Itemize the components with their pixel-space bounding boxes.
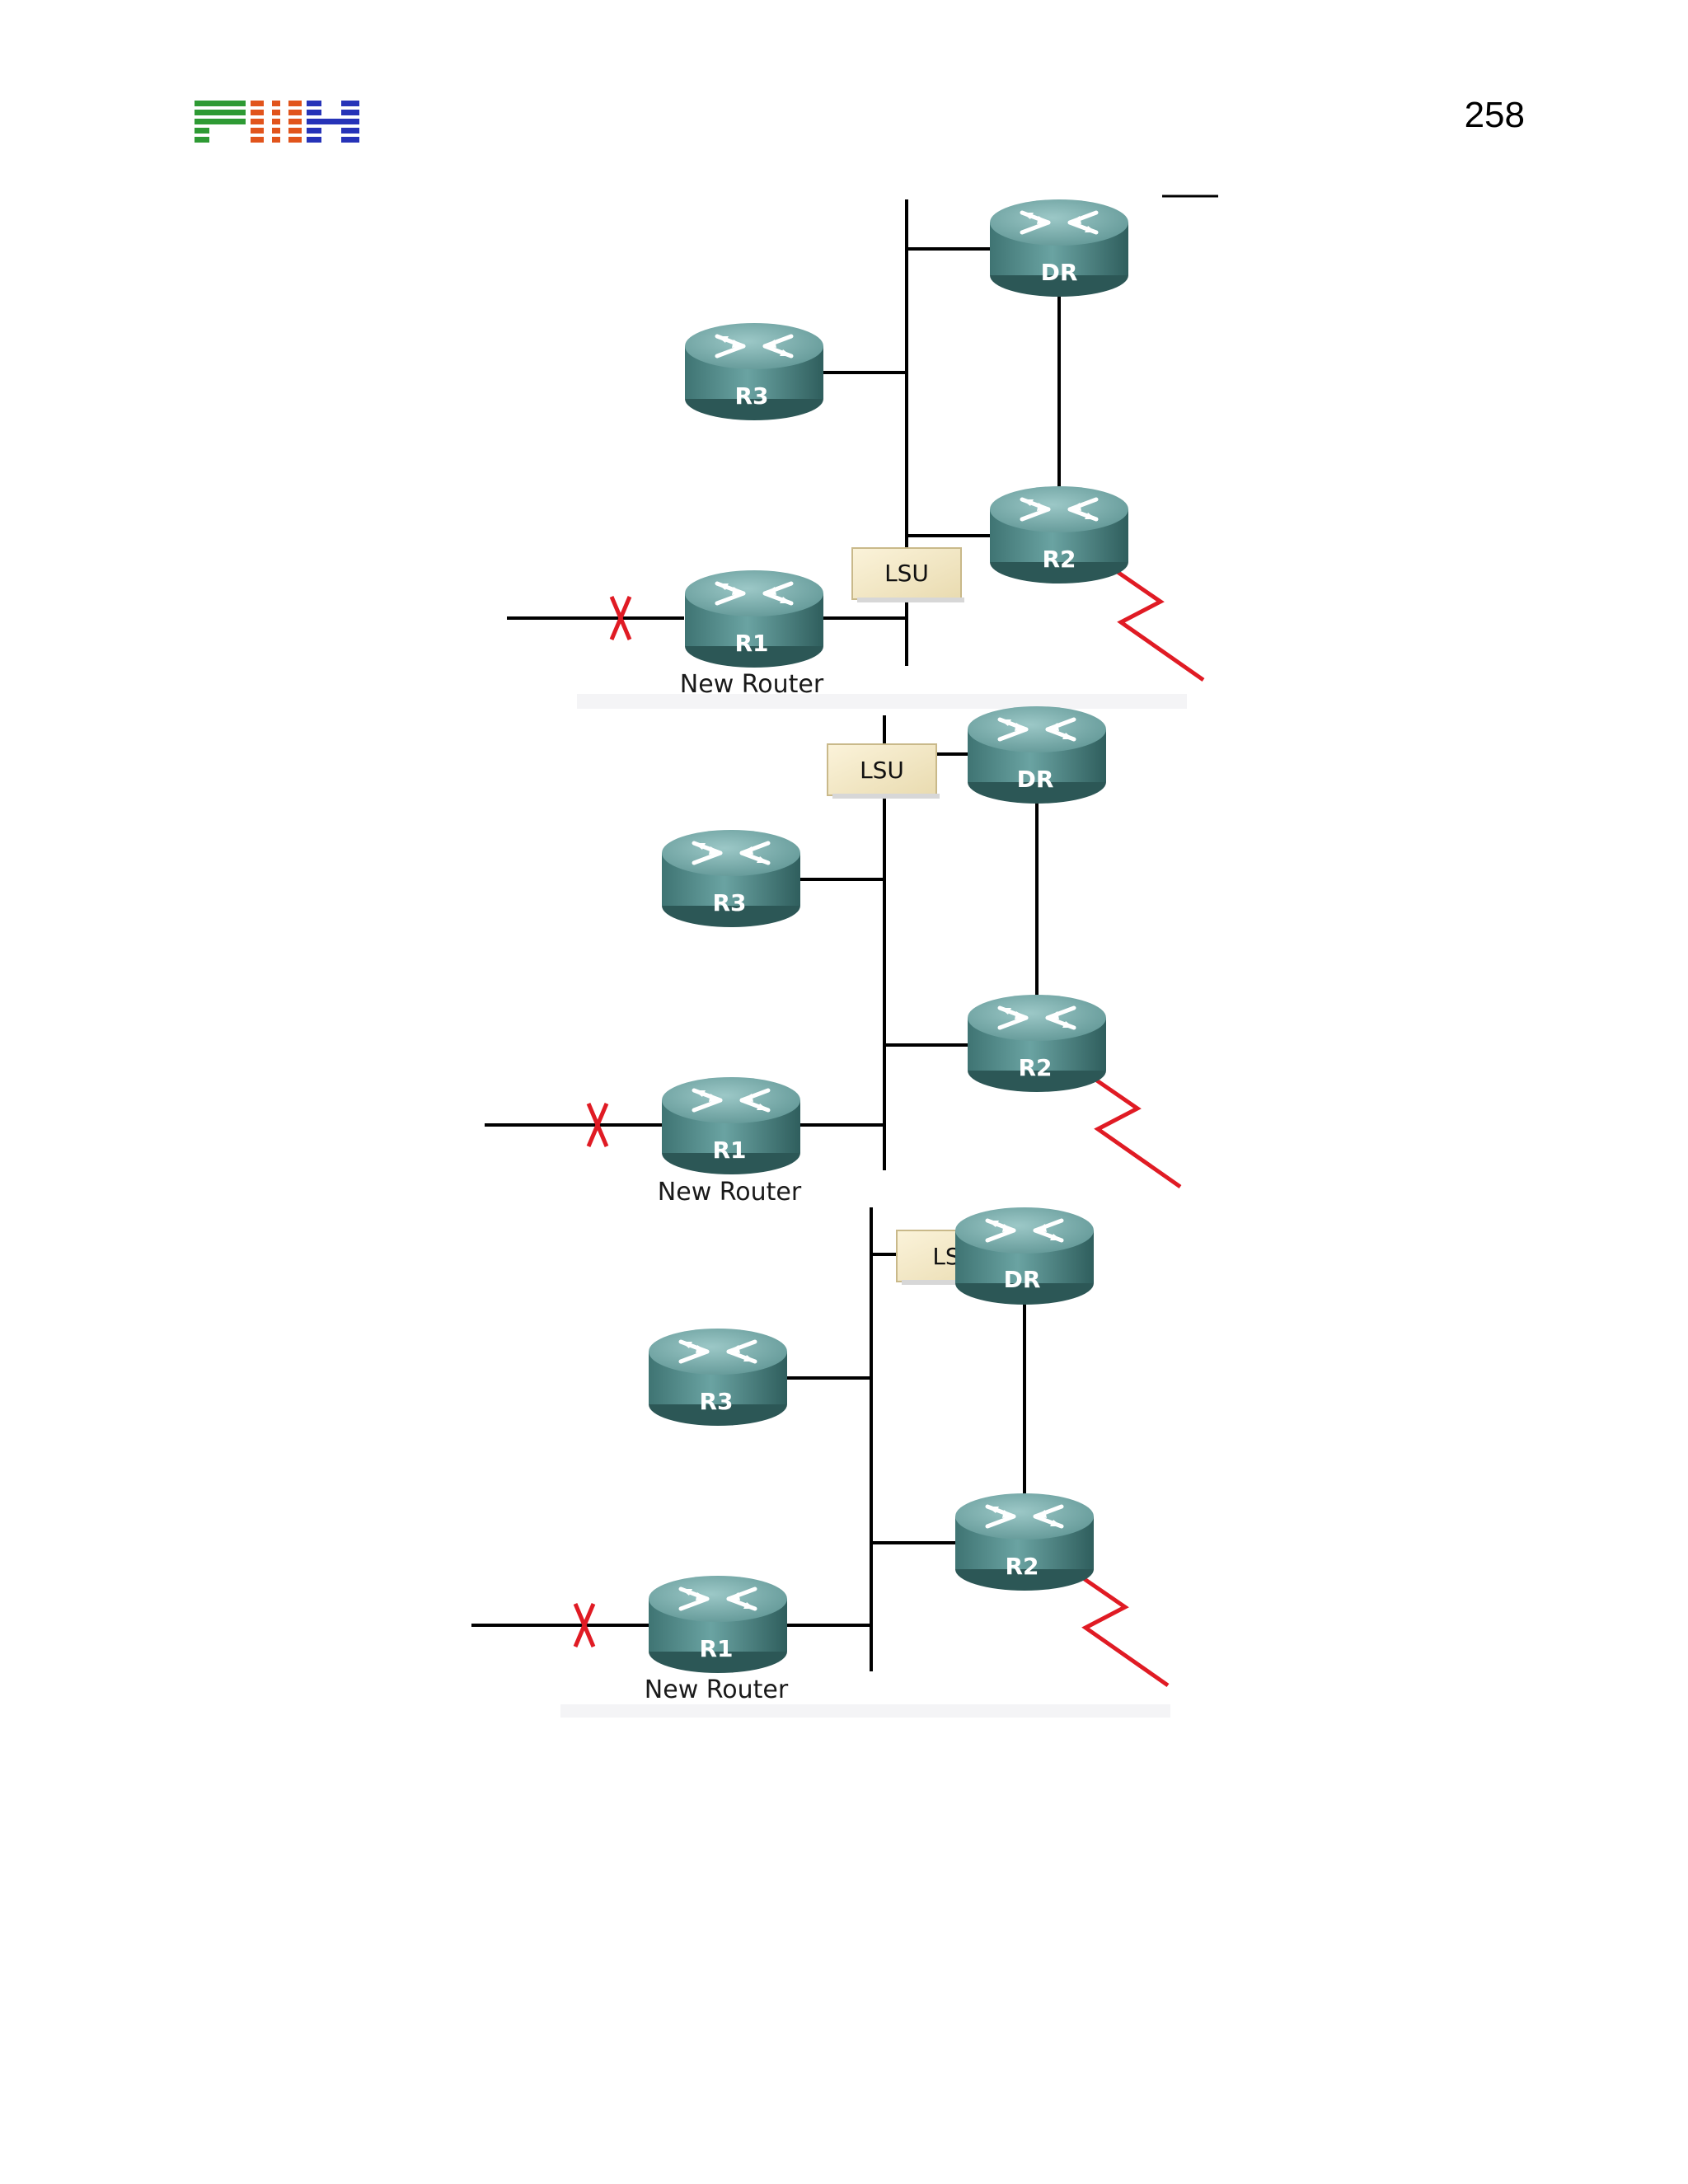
router-dr: DR [955, 1207, 1094, 1305]
router-label: DR [1017, 766, 1054, 793]
panel-1: LSU DR R3 R2 R1 New Router [507, 194, 1218, 709]
pnh-logo [195, 101, 359, 143]
router-r2: R2 [955, 1493, 1094, 1591]
router-label: DR [1041, 259, 1078, 286]
router-label: R1 [734, 630, 768, 657]
router-label: R3 [699, 1388, 733, 1415]
failed-link-x-icon [586, 1103, 609, 1147]
serial-link-icon [1076, 1572, 1170, 1688]
router-label: R2 [1042, 546, 1076, 573]
router-r2: R2 [968, 995, 1106, 1092]
panel-shadow [560, 1704, 1170, 1718]
router-label: R2 [1018, 1054, 1052, 1081]
panel-shadow [577, 694, 1187, 709]
lsu-envelope: LSU [827, 743, 940, 799]
router-label: DR [1004, 1266, 1041, 1293]
router-r3: R3 [649, 1329, 787, 1426]
router-r1: R1 [649, 1576, 787, 1673]
router-label: R3 [712, 889, 746, 916]
panel-2: LSU DR R3 R2 R1 New Router [485, 706, 1182, 1207]
panel-3: LS DR R3 R2 R1 New Router [471, 1207, 1170, 1718]
lsu-label: LSU [884, 560, 929, 587]
router-label: R1 [699, 1635, 733, 1662]
router-label: R3 [734, 382, 768, 410]
failed-link-x-icon [573, 1603, 596, 1647]
router-r2: R2 [990, 486, 1128, 583]
router-dr: DR [968, 706, 1106, 804]
router-dr: DR [990, 199, 1128, 297]
router-label: R2 [1005, 1553, 1039, 1580]
router-r3: R3 [685, 323, 823, 420]
serial-link-icon [1111, 566, 1205, 682]
router-r1: R1 [685, 570, 823, 668]
router-r1: R1 [662, 1077, 800, 1174]
lsu-label: LSU [860, 757, 904, 784]
failed-link-x-icon [609, 596, 632, 640]
lsu-envelope: LSU [851, 547, 964, 602]
new-router-caption: New Router [645, 1675, 789, 1704]
page-number: 258 [1464, 95, 1525, 135]
new-router-caption: New Router [680, 670, 824, 699]
router-label: R1 [712, 1137, 746, 1164]
new-router-caption: New Router [658, 1178, 802, 1207]
router-r3: R3 [662, 830, 800, 927]
serial-link-icon [1088, 1073, 1182, 1189]
